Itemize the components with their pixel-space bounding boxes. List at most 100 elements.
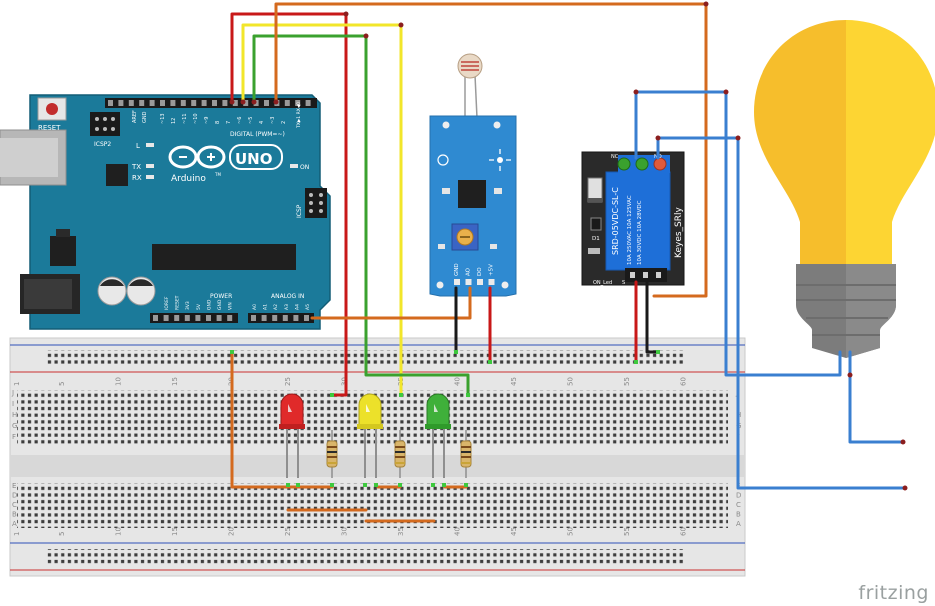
row-letter: E xyxy=(12,482,16,490)
header-pin xyxy=(191,100,197,106)
potentiometer xyxy=(451,223,479,251)
relay-rating-2: 10A 30VDC 10A 28VDC xyxy=(637,200,643,265)
power-pin-label: GND xyxy=(206,299,212,310)
digital-pin-label: 12 xyxy=(171,118,177,124)
header-pin xyxy=(206,315,211,321)
power-pin-label: 5V xyxy=(196,303,202,310)
row-letter: D xyxy=(736,492,741,500)
header-pin xyxy=(184,315,190,321)
digital-pin-label: ~11 xyxy=(182,113,188,124)
digital-pin-label: 8 xyxy=(215,121,221,124)
resistor-1 xyxy=(326,430,338,478)
row-letter: B xyxy=(736,511,741,519)
power-pin-label: IOREF xyxy=(164,296,170,310)
rx-led xyxy=(146,175,154,179)
column-number: 5 xyxy=(58,382,66,386)
resistor-3 xyxy=(460,430,472,478)
atmega-chip xyxy=(152,244,296,270)
digital-pin-label: ~5 xyxy=(248,117,254,124)
column-number: 40 xyxy=(454,377,462,386)
wire-black-relay-gnd xyxy=(645,280,660,354)
aref-label: AREF xyxy=(132,110,138,123)
power-pin-label: RESET xyxy=(175,295,181,310)
fritzing-watermark: fritzing xyxy=(858,582,929,604)
header-pin xyxy=(243,100,249,106)
digital-pin-label: 7 xyxy=(226,121,232,124)
power-header-pins xyxy=(153,315,233,321)
column-number: 30 xyxy=(341,527,349,536)
header-pin xyxy=(293,315,299,321)
header-pin xyxy=(222,100,228,106)
analog-pin-label: A2 xyxy=(273,304,279,310)
analog-pin-label: A4 xyxy=(294,304,300,310)
relay-rating-1: 10A 250VAC 10A 125VAC xyxy=(627,195,633,265)
relay-nc-label: NC xyxy=(611,154,619,160)
column-number: 20 xyxy=(228,527,236,536)
bottom-rail-holes xyxy=(45,549,685,564)
analog-header xyxy=(248,313,314,323)
sensor-pin-label: DO xyxy=(477,267,483,276)
relay-cube xyxy=(605,171,671,271)
analog-header-pins xyxy=(251,315,309,321)
header-pin xyxy=(216,315,222,321)
column-number: 50 xyxy=(567,527,575,536)
reset-label: RESET xyxy=(38,124,61,132)
sensor-pin-label: +5V xyxy=(489,264,495,276)
column-number: 15 xyxy=(171,527,179,536)
wire-orange-ground-rail xyxy=(230,350,292,489)
column-number: 25 xyxy=(284,377,292,386)
digital-pin-label: ~9 xyxy=(204,117,210,124)
resistor-2 xyxy=(394,430,406,478)
tx-led xyxy=(146,164,154,168)
on-led xyxy=(290,164,298,168)
sensor-pin xyxy=(454,279,460,285)
icsp-label: ICSP xyxy=(296,204,303,218)
analog-pin-label: A0 xyxy=(252,304,258,310)
connection-points xyxy=(229,1,908,491)
photoresistor xyxy=(457,53,483,119)
tx-led-label: TX xyxy=(131,163,141,171)
relay-led-label: ON_Led xyxy=(593,280,612,286)
power-pin-label: 3V3 xyxy=(185,301,191,310)
usb-chip xyxy=(106,164,128,186)
yellow-led xyxy=(357,393,383,478)
wire-blue-bulb xyxy=(848,350,905,444)
header-pin xyxy=(272,315,278,321)
row-letter: C xyxy=(736,501,741,509)
column-number: 55 xyxy=(623,527,631,536)
header-pin xyxy=(153,315,158,321)
column-number: 45 xyxy=(510,377,518,386)
row-letter: A xyxy=(12,520,17,528)
l-led-label: L xyxy=(136,142,140,150)
power-label: POWER xyxy=(210,293,232,300)
icsp2-label: ICSP2 xyxy=(94,141,111,148)
power-header xyxy=(150,313,238,323)
relay-led xyxy=(588,248,600,254)
sun-icon xyxy=(489,149,511,171)
relay-d1-label: D1 xyxy=(592,236,600,242)
header-pin xyxy=(118,100,124,106)
row-letter: B xyxy=(12,511,17,519)
analog-label: ANALOG IN xyxy=(271,293,304,300)
column-number: 1 xyxy=(13,382,21,386)
sensor-pin-label: GND xyxy=(454,263,460,276)
relay-part-number: SRD-05VDC-SL-C xyxy=(611,187,620,255)
row-letter: A xyxy=(736,520,741,528)
rx-led-label: RX xyxy=(132,174,142,182)
analog-pin-label: A1 xyxy=(263,304,269,310)
on-label: ON xyxy=(300,164,309,171)
header-pin xyxy=(282,315,288,321)
row-letter: I xyxy=(12,400,14,408)
row-letter: H xyxy=(12,411,17,419)
wire-yellow-signal xyxy=(241,23,403,397)
column-number: 10 xyxy=(115,377,123,386)
digital-pin-label: 4 xyxy=(259,121,265,124)
header-pin xyxy=(174,315,180,321)
header-pin xyxy=(227,315,233,321)
wire-green-signal xyxy=(252,34,470,397)
